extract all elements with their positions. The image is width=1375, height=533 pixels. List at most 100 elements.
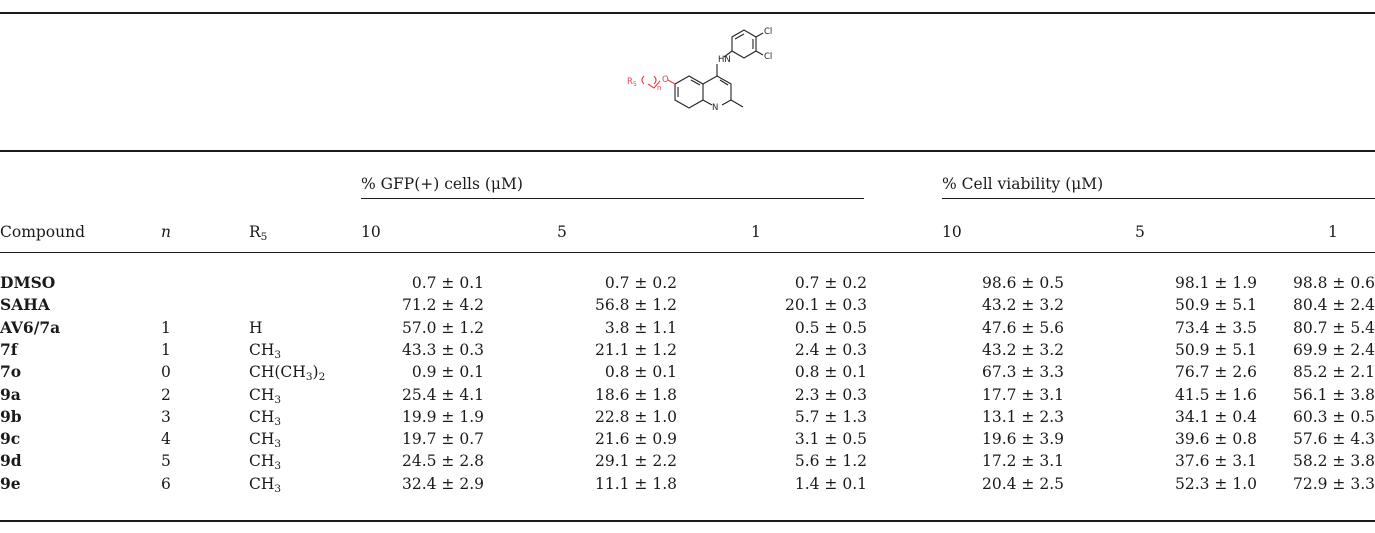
n-cell: 4 bbox=[161, 430, 171, 449]
value-cell-v5: 41.5 ± 1.6 bbox=[1174, 385, 1257, 404]
quinoline-structure-drawing: HN Cl Cl N O R 5 n bbox=[627, 27, 772, 113]
header-via-1: 1 bbox=[1328, 223, 1338, 241]
r5-part: 3 bbox=[274, 460, 282, 473]
r5-part: 3 bbox=[305, 371, 313, 384]
compound-id: 9e bbox=[0, 473, 21, 493]
r5-cell: CH(CH3)2 bbox=[249, 362, 325, 382]
value-cell-g1: 3.1 ± 0.5 bbox=[794, 430, 867, 449]
header-gfp-1: 1 bbox=[751, 223, 761, 241]
value-cell-v5: 34.1 ± 0.4 bbox=[1174, 407, 1257, 426]
value-cell-g10: 57.0 ± 1.2 bbox=[401, 318, 484, 337]
compound-cell: SAHA bbox=[0, 295, 50, 315]
r5-part: CH bbox=[249, 385, 275, 404]
header-top-rule bbox=[0, 150, 1375, 152]
n-cell: 0 bbox=[161, 363, 171, 382]
compound-id: 7a bbox=[39, 317, 61, 337]
r5-cell: CH3 bbox=[249, 429, 281, 449]
gfp-group-underline bbox=[361, 198, 864, 199]
r5-part: CH bbox=[249, 452, 275, 471]
r5-part: CH bbox=[249, 407, 275, 426]
r5-part: CH bbox=[249, 474, 275, 493]
value-cell-v10: 13.1 ± 2.3 bbox=[981, 407, 1064, 426]
oxygen-label: O bbox=[662, 75, 669, 85]
value-cell-g1: 0.7 ± 0.2 bbox=[794, 274, 867, 292]
compound-cell: 9a bbox=[0, 385, 21, 405]
value-cell-g5: 56.8 ± 1.2 bbox=[594, 296, 677, 315]
value-cell-v5: 50.9 ± 5.1 bbox=[1174, 340, 1257, 359]
r5-cell: CH3 bbox=[249, 451, 281, 471]
value-cell-v1: 69.9 ± 2.4 bbox=[1292, 340, 1375, 359]
compound-name: DMSO bbox=[0, 273, 56, 292]
compound-id: 9a bbox=[0, 384, 21, 404]
value-cell-g10: 32.4 ± 2.9 bbox=[401, 474, 484, 493]
header-r5-main: R bbox=[249, 223, 261, 241]
value-cell-v5: 98.1 ± 1.9 bbox=[1174, 274, 1257, 292]
header-viability-group: % Cell viability (μM) bbox=[942, 175, 1104, 193]
value-cell-v1: 58.2 ± 3.8 bbox=[1292, 452, 1375, 471]
value-cell-v10: 20.4 ± 2.5 bbox=[981, 474, 1064, 493]
header-r5: R5 bbox=[249, 222, 267, 242]
compound-name: SAHA bbox=[0, 295, 50, 315]
value-cell-v10: 43.2 ± 3.2 bbox=[981, 296, 1064, 315]
value-cell-g5: 22.8 ± 1.0 bbox=[594, 407, 677, 426]
compound-cell: 9c bbox=[0, 429, 20, 449]
hn-label: HN bbox=[718, 55, 731, 65]
compound-id: 7o bbox=[0, 362, 22, 382]
quinoline-pyridine-ring bbox=[702, 75, 732, 100]
r5-subscript: 5 bbox=[633, 81, 637, 88]
r5-label: R bbox=[627, 77, 633, 87]
value-cell-v1: 80.4 ± 2.4 bbox=[1292, 296, 1375, 315]
methyl-bond bbox=[730, 99, 744, 108]
n-cell: 3 bbox=[161, 407, 171, 426]
compound-id: 9d bbox=[0, 451, 22, 471]
header-gfp-group: % GFP(+) cells (μM) bbox=[361, 175, 523, 193]
n-cell: 2 bbox=[161, 385, 171, 404]
r5-cell: CH3 bbox=[249, 474, 281, 494]
cl-label-top: Cl bbox=[764, 27, 772, 37]
value-cell-v10: 17.7 ± 3.1 bbox=[981, 385, 1064, 404]
compound-cell: DMSO bbox=[0, 273, 55, 293]
value-cell-g10: 0.9 ± 0.1 bbox=[411, 363, 484, 382]
value-cell-v5: 39.6 ± 0.8 bbox=[1174, 430, 1257, 449]
compound-id: 9b bbox=[0, 406, 22, 426]
r5-part: 2 bbox=[318, 371, 326, 384]
compound-cell: 7o bbox=[0, 362, 21, 382]
r5-part: 3 bbox=[274, 438, 282, 451]
r5-part: 3 bbox=[274, 482, 282, 495]
value-cell-g5: 0.8 ± 0.1 bbox=[604, 363, 677, 382]
header-via-10: 10 bbox=[942, 223, 962, 241]
bottom-rule bbox=[0, 520, 1375, 522]
top-rule bbox=[0, 12, 1375, 14]
compound-cell: 9d bbox=[0, 451, 22, 471]
value-cell-v1: 80.7 ± 5.4 bbox=[1292, 318, 1375, 337]
header-n: n bbox=[161, 223, 171, 241]
value-cell-g5: 21.1 ± 1.2 bbox=[594, 340, 677, 359]
r5-part: 3 bbox=[274, 415, 282, 428]
value-cell-v1: 56.1 ± 3.8 bbox=[1292, 385, 1375, 404]
cl-label-bottom: Cl bbox=[764, 52, 772, 62]
value-cell-g1: 0.5 ± 0.5 bbox=[794, 318, 867, 337]
value-cell-g1: 1.4 ± 0.1 bbox=[794, 474, 867, 493]
value-cell-v1: 57.6 ± 4.3 bbox=[1292, 430, 1375, 449]
r5-cell: CH3 bbox=[249, 407, 281, 427]
r5-cell: CH3 bbox=[249, 385, 281, 405]
compound-id: 9c bbox=[0, 429, 21, 449]
value-cell-g1: 0.8 ± 0.1 bbox=[794, 363, 867, 382]
header-gfp-10: 10 bbox=[361, 223, 381, 241]
compound-cell: 9e bbox=[0, 474, 21, 494]
n-index-label: n bbox=[657, 84, 661, 92]
value-cell-v5: 50.9 ± 5.1 bbox=[1174, 296, 1257, 315]
r5-part: CH(CH bbox=[249, 363, 306, 382]
value-cell-g10: 19.7 ± 0.7 bbox=[401, 430, 484, 449]
quinoline-benzo-ring bbox=[674, 75, 704, 109]
value-cell-v5: 37.6 ± 3.1 bbox=[1174, 452, 1257, 471]
header-compound: Compound bbox=[0, 223, 86, 241]
value-cell-g5: 21.6 ± 0.9 bbox=[594, 430, 677, 449]
value-cell-v5: 73.4 ± 3.5 bbox=[1174, 318, 1257, 337]
value-cell-g5: 29.1 ± 2.2 bbox=[594, 452, 677, 471]
n-cell: 1 bbox=[161, 340, 171, 359]
header-bottom-rule bbox=[0, 252, 1375, 253]
value-cell-g1: 20.1 ± 0.3 bbox=[784, 296, 867, 315]
header-r5-sub: 5 bbox=[260, 231, 268, 243]
header-gfp-5: 5 bbox=[557, 223, 567, 241]
